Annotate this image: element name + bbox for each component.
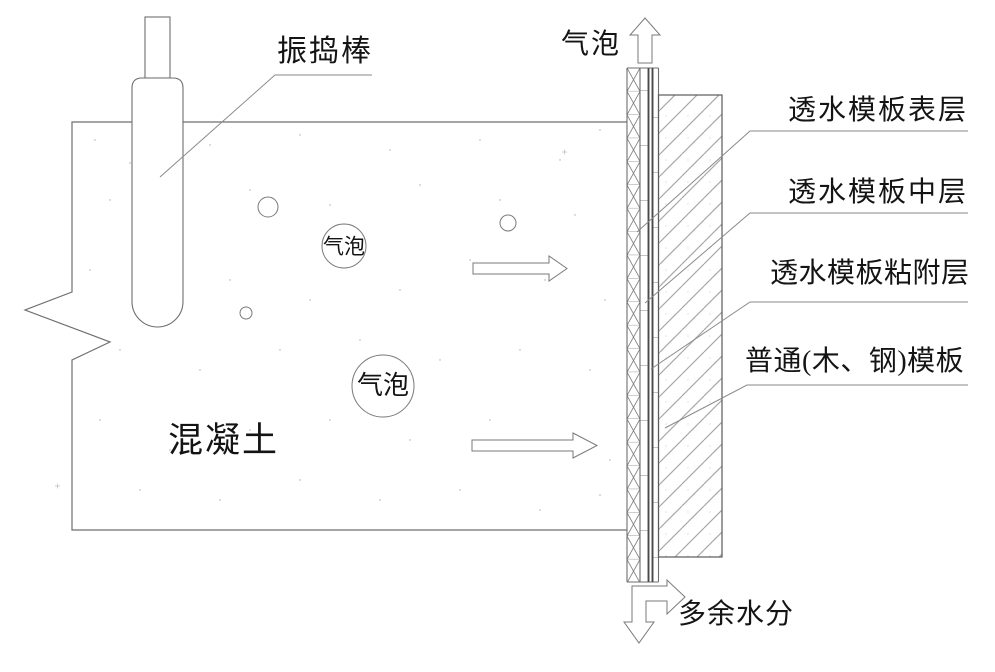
leader-adhesive-layer (650, 301, 968, 370)
vibrator-label: 振捣棒 (277, 35, 373, 68)
bubble-inner-small-label: 气泡 (323, 234, 365, 259)
excess-water-label: 多余水分 (678, 599, 795, 630)
middle-layer-label: 透水模板中层 (788, 177, 969, 208)
air-escape-up-arrow (628, 17, 662, 64)
leader-surface-layer (636, 130, 968, 233)
surface-layer-strip (627, 68, 640, 582)
formwork-strips (626, 67, 660, 583)
bubble-labeled-1 (321, 223, 367, 269)
bubble-small-1 (257, 196, 279, 218)
bubble-top-label: 气泡 (561, 29, 622, 60)
air-bubbles (239, 196, 517, 418)
flow-arrows (471, 255, 599, 459)
concrete-label: 混凝土 (168, 421, 280, 460)
bubble-labeled-2 (351, 354, 415, 418)
ordinary-formwork-hatch (657, 94, 723, 558)
excess-water-elbow-arrow (623, 578, 686, 644)
adhesive-layer-lines (647, 68, 654, 582)
leader-ordinary-formwork (664, 384, 968, 429)
flow-arrow-right-2 (471, 432, 599, 459)
surface-layer-label: 透水模板表层 (788, 95, 969, 126)
leader-lines (159, 74, 968, 429)
bubble-small-3 (499, 214, 517, 232)
middle-layer-strip (640, 68, 648, 582)
adhesive-face-strip (653, 68, 659, 582)
adhesive-layer-label: 透水模板粘附层 (770, 258, 970, 289)
ordinary-formwork-label: 普通(木、钢)模板 (745, 346, 965, 377)
flow-arrow-right-1 (472, 255, 568, 282)
vibrator-rod (131, 16, 184, 328)
concrete-outline (23, 121, 627, 531)
concrete-stipple-texture (55, 129, 611, 511)
leader-vibrator (159, 74, 372, 178)
leader-middle-layer (644, 212, 968, 304)
bubble-small-2 (239, 306, 253, 320)
bubble-inner-large-label: 气泡 (356, 371, 410, 400)
